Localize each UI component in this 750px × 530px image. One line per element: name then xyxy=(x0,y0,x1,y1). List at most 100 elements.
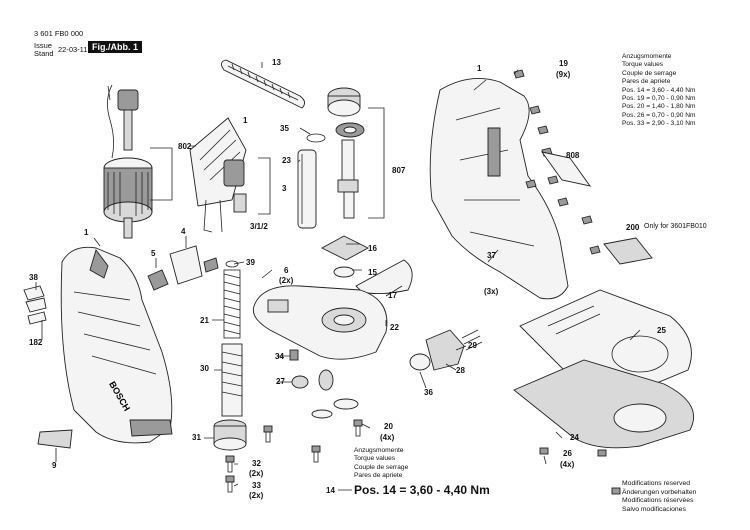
label-200 xyxy=(603,237,653,265)
bracket-3 xyxy=(258,157,271,215)
callout-6: 6 xyxy=(284,266,289,275)
torque-line: Pos. 14 = 3,60 - 4,40 Nm xyxy=(622,86,696,94)
callout-4: 4 xyxy=(181,227,186,236)
callout-27: 27 xyxy=(276,377,285,386)
torque-line: Anzugsmomente xyxy=(622,53,672,60)
depth-sleeve-30 xyxy=(221,343,243,417)
bracket-802 xyxy=(150,147,173,201)
electronics-module-3 xyxy=(189,117,247,233)
torque-line: Pares de apriete xyxy=(354,472,403,480)
callout-19-qty: (9x) xyxy=(556,70,571,79)
switch-plate-4 xyxy=(169,245,203,285)
spring-21 xyxy=(223,260,241,339)
torque-line: Couple de serrage xyxy=(622,69,677,77)
callout-17: 17 xyxy=(388,291,397,300)
issue-label: Issue xyxy=(34,41,52,50)
callout-22: 22 xyxy=(390,323,399,332)
callout-9: 9 xyxy=(52,461,57,470)
callout-5: 5 xyxy=(151,249,156,258)
callout-33: 33 xyxy=(252,481,261,490)
callout-20: 20 xyxy=(384,422,393,431)
callout-808: 808 xyxy=(566,151,580,160)
washer xyxy=(311,409,333,419)
mod-line: Modifications réservées xyxy=(622,497,694,505)
callout-182: 182 xyxy=(29,338,43,347)
sleeve-thread xyxy=(221,351,243,397)
issue-date: 22-03-11 xyxy=(58,45,88,54)
callout-33-qty: (2x) xyxy=(249,491,264,500)
callout-1a: 1 xyxy=(243,116,248,125)
callout-28: 28 xyxy=(456,366,465,375)
pos14-torque-large: Pos. 14 = 3,60 - 4,40 Nm xyxy=(354,483,490,497)
callout-3-1-2: 3/1/2 xyxy=(250,222,268,231)
callout-38: 38 xyxy=(29,273,38,282)
callout-802: 802 xyxy=(178,142,192,151)
callout-1c: 1 xyxy=(84,228,89,237)
torque-table-top: Anzugsmomente Torque values Couple de se… xyxy=(622,53,696,129)
part-182 xyxy=(27,311,47,325)
callout-6-qty: (2x) xyxy=(279,276,294,285)
callout-200: 200 xyxy=(626,223,640,232)
callout-32-qty: (2x) xyxy=(249,469,264,478)
torque-line: Torque values xyxy=(622,61,664,69)
mod-line: Salvo modificaciones xyxy=(622,505,686,513)
callout-29: 29 xyxy=(468,341,477,350)
part-38b xyxy=(25,297,47,313)
base-plate-22 xyxy=(252,285,388,360)
callout-807: 807 xyxy=(392,166,406,175)
housing-left-1: BOSCH xyxy=(60,246,173,444)
modifications-note: Modifications reserved Änderungen vorbeh… xyxy=(622,480,696,514)
callout-30: 30 xyxy=(200,364,209,373)
bracket-807 xyxy=(368,107,385,219)
leader-lines xyxy=(35,62,641,491)
note-200: Only for 3601FB010 xyxy=(644,223,707,230)
callout-34: 34 xyxy=(275,352,284,361)
callout-39: 39 xyxy=(246,258,255,267)
callout-37-qty: (3x) xyxy=(484,287,499,296)
callout-37: 37 xyxy=(487,251,496,260)
bushing-27b xyxy=(318,369,334,391)
motor-802 xyxy=(103,84,153,239)
callout-16: 16 xyxy=(368,244,377,253)
callout-1b: 1 xyxy=(477,64,482,73)
label-808 xyxy=(540,151,592,187)
callout-31: 31 xyxy=(192,433,201,442)
torque-line: Couple de serrage xyxy=(354,463,409,471)
cover-9 xyxy=(37,429,73,449)
screws xyxy=(225,349,621,495)
torque-line: Pos. 33 = 2,90 - 3,10 Nm xyxy=(622,120,696,128)
torque-line: Pos. 19 = 0,70 - 0,90 Nm xyxy=(622,95,696,103)
callout-26: 26 xyxy=(563,449,572,458)
callout-35: 35 xyxy=(280,124,289,133)
pulley-assembly-807 xyxy=(327,87,365,219)
housing-right-1 xyxy=(429,77,569,300)
callout-3: 3 xyxy=(282,184,287,193)
callout-13: 13 xyxy=(272,58,281,67)
mod-line: Modifications reserved xyxy=(622,480,690,487)
part-number: 3 601 FB0 000 xyxy=(34,29,84,38)
callout-24: 24 xyxy=(570,433,579,442)
callout-14: 14 xyxy=(326,486,335,495)
washer-b xyxy=(333,398,359,410)
callout-21: 21 xyxy=(200,316,209,325)
callout-25: 25 xyxy=(657,326,666,335)
spindle-23 xyxy=(297,133,326,229)
figure-label: Fig./Abb. 1 xyxy=(88,41,142,53)
base-24 xyxy=(513,359,695,449)
clamp-assembly-28 xyxy=(409,329,483,371)
nut-27 xyxy=(291,375,309,389)
torque-line: Pos. 26 = 0,70 - 0,90 Nm xyxy=(622,111,696,119)
torque-line: Anzugsmomente xyxy=(354,447,404,454)
callout-19: 19 xyxy=(559,59,568,68)
callout-26-qty: (4x) xyxy=(560,460,575,469)
switch-5 xyxy=(147,269,169,291)
depth-clip-17 xyxy=(355,259,413,295)
callout-15: 15 xyxy=(368,268,377,277)
torque-line: Torque values xyxy=(354,455,396,463)
callout-20-qty: (4x) xyxy=(380,433,395,442)
depth-knob-31 xyxy=(213,419,247,451)
part-38a xyxy=(23,285,45,301)
mod-line: Änderungen vorbehalten xyxy=(622,488,697,496)
